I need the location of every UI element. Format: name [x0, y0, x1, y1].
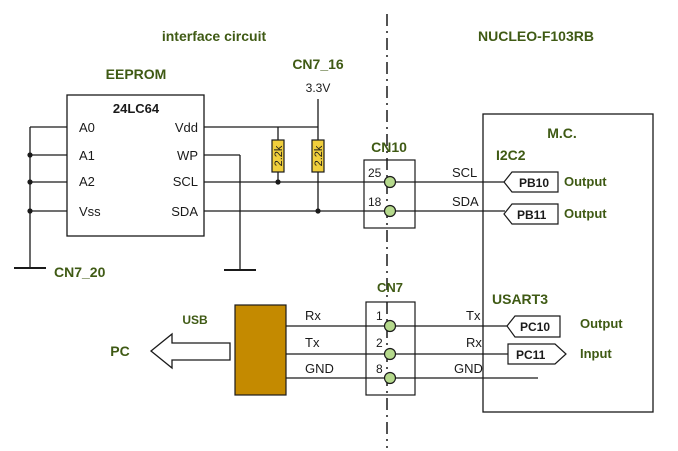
port-pb10: PB10 — [503, 171, 559, 193]
pin-a0: A0 — [79, 120, 95, 135]
port-pc11: PC11 — [507, 343, 567, 365]
cn10-pin-25-terminal — [383, 175, 397, 189]
supply-voltage: 3.3V — [306, 81, 331, 95]
usb-wire-tx: Tx — [305, 335, 320, 350]
pin-a1: A1 — [79, 148, 95, 163]
pc-label: PC — [110, 343, 129, 359]
signal-scl-label: SCL — [452, 165, 477, 180]
microcontroller-label: M.C. — [547, 125, 577, 141]
port-pc11-label: PC11 — [516, 348, 546, 362]
port-pb10-direction: Output — [564, 174, 607, 189]
address-pin-wiring — [14, 126, 67, 269]
resistor-value-1: 2.2k — [273, 145, 285, 166]
pullup-resistor-sda: 2.2k — [311, 139, 325, 173]
usart-signal-tx: Tx — [466, 308, 481, 323]
pullup-resistor-scl: 2.2k — [271, 139, 285, 173]
i2c-junctions — [275, 179, 321, 214]
pc-arrow — [149, 332, 231, 370]
cn10-pin-25: 25 — [368, 166, 382, 180]
wp-ground-wiring — [204, 154, 256, 271]
eeprom-title: EEPROM — [106, 66, 167, 82]
pin-wp: WP — [177, 148, 198, 163]
microcontroller-block — [482, 113, 654, 413]
pin-a2: A2 — [79, 174, 95, 189]
heading-nucleo-board: NUCLEO-F103RB — [478, 28, 594, 44]
cn10-pin-18-terminal — [383, 204, 397, 218]
signal-sda-label: SDA — [452, 194, 479, 209]
usb-label: USB — [182, 313, 208, 327]
eeprom-part-number: 24LC64 — [113, 101, 160, 116]
cn10-pin-18: 18 — [368, 195, 382, 209]
port-pb11-label: PB11 — [517, 208, 547, 222]
connector-cn10-label: CN10 — [371, 139, 407, 155]
pin-vdd: Vdd — [175, 120, 198, 135]
usart-signal-rx: Rx — [466, 335, 482, 350]
connector-cn10 — [363, 159, 416, 229]
cn7-pin-1-terminal — [383, 319, 397, 333]
eeprom-chip — [66, 94, 205, 237]
usart3-label: USART3 — [492, 291, 548, 307]
usb-wire-gnd: GND — [305, 361, 334, 376]
address-pin-junctions — [27, 152, 33, 214]
usb-wire-rx: Rx — [305, 308, 321, 323]
port-pc10-direction: Output — [580, 316, 623, 331]
port-pb11-direction: Output — [564, 206, 607, 221]
i2c-bus-wiring — [204, 181, 505, 212]
port-pc10-label: PC10 — [520, 320, 550, 334]
cn7-pin-8-terminal — [383, 371, 397, 385]
cn7-pin-1: 1 — [376, 309, 383, 323]
connector-cn7-label: CN7 — [377, 280, 403, 295]
usart-wiring — [286, 325, 538, 379]
port-pc10: PC10 — [506, 315, 561, 338]
port-pb10-label: PB10 — [519, 176, 549, 190]
pin-scl: SCL — [173, 174, 198, 189]
connector-cn7 — [365, 301, 416, 396]
usb-connector — [234, 304, 287, 396]
pin-sda: SDA — [171, 204, 198, 219]
port-pc11-direction: Input — [580, 346, 612, 361]
resistor-value-2: 2.2k — [313, 145, 325, 166]
port-pb11: PB11 — [503, 203, 559, 225]
ground-label-cn7-20: CN7_20 — [54, 264, 106, 280]
cn7-pin-8: 8 — [376, 362, 383, 376]
pin-vss: Vss — [79, 204, 101, 219]
usart-signal-gnd: GND — [454, 361, 483, 376]
heading-interface-circuit: interface circuit — [162, 28, 267, 44]
cn7-pin-2: 2 — [376, 336, 383, 350]
i2c2-label: I2C2 — [496, 147, 526, 163]
supply-label-cn7-16: CN7_16 — [292, 56, 344, 72]
cn7-pin-2-terminal — [383, 347, 397, 361]
